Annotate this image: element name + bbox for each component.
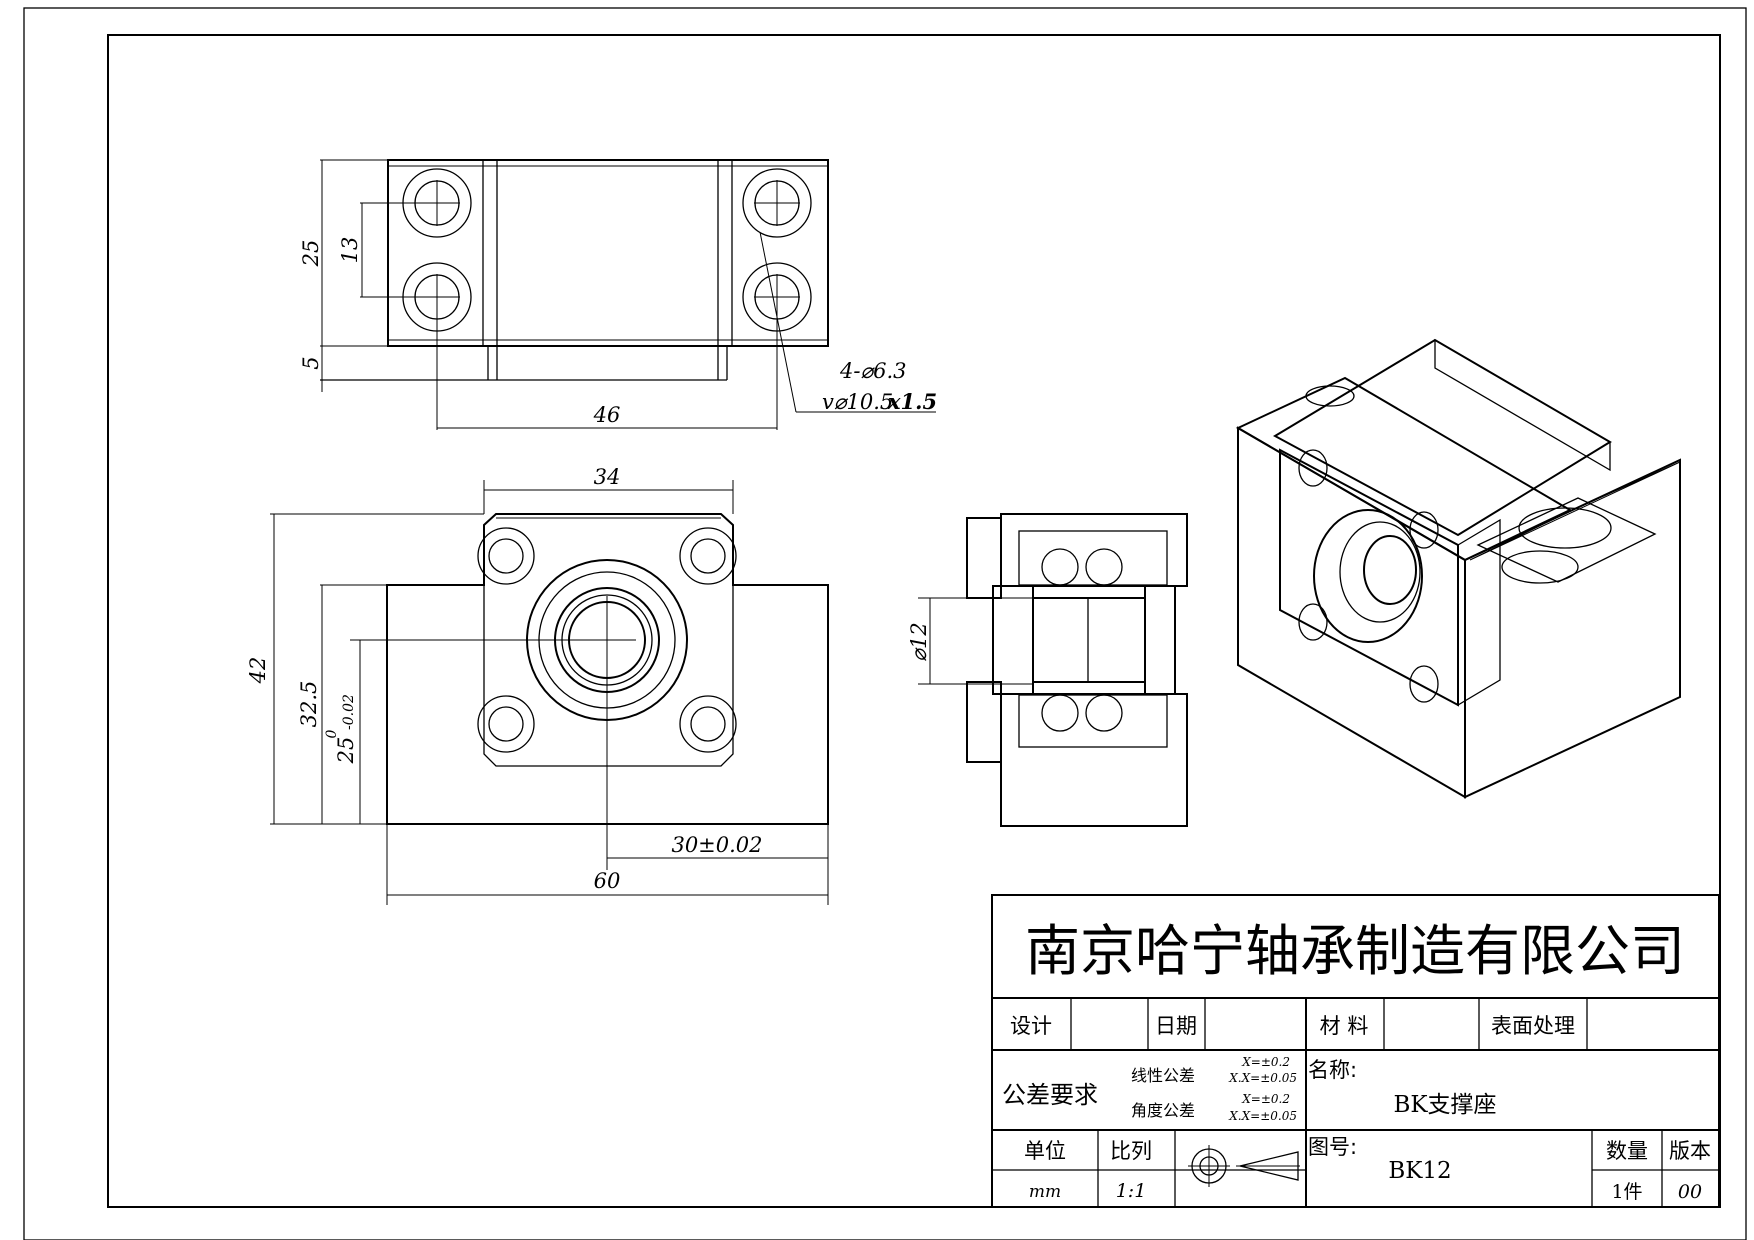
- angular-tol-2: X.X=±0.05: [1228, 1109, 1297, 1123]
- front-view-holes: [477, 527, 737, 753]
- unit-label: 单位: [1024, 1139, 1066, 1163]
- design-label: 设计: [1010, 1014, 1052, 1038]
- date-label: 日期: [1155, 1014, 1197, 1038]
- dim-25-top: 25: [299, 240, 323, 268]
- dim-bore: ⌀12: [907, 622, 931, 661]
- dim-counterbore-depth: x1.5: [887, 389, 937, 414]
- qty-label: 数量: [1606, 1139, 1648, 1163]
- front-view: 34 42 32.5 25 0 -0.02 30±0.02 60: [246, 465, 829, 905]
- qty-value: 1件: [1611, 1181, 1642, 1203]
- name-value: BK支撑座: [1393, 1092, 1496, 1118]
- linear-tol-2: X.X=±0.05: [1228, 1071, 1297, 1085]
- linear-tol-label: 线性公差: [1131, 1066, 1195, 1085]
- section-view: ⌀12: [907, 513, 1188, 827]
- dim-25-front: 25: [334, 737, 358, 765]
- dim-25-tol-lower: -0.02: [341, 694, 357, 730]
- title-block: 南京哈宁轴承制造有限公司 设计 日期 材 料 表面处理 公差要求 线性公差 角度…: [991, 894, 1720, 1208]
- surface-label: 表面处理: [1491, 1014, 1575, 1038]
- outer-border: [23, 7, 1747, 1240]
- unit-value: mm: [1029, 1182, 1061, 1202]
- dim-25-tol-upper: 0: [324, 729, 340, 738]
- top-view-holes: [360, 168, 812, 430]
- version-label: 版本: [1669, 1139, 1711, 1163]
- linear-tol-1: X=±0.2: [1241, 1055, 1290, 1069]
- inner-border: [107, 34, 1721, 1208]
- tolerance-label: 公差要求: [1002, 1081, 1098, 1109]
- dim-30: 30±0.02: [671, 833, 762, 857]
- dim-13: 13: [338, 237, 362, 264]
- company-name: 南京哈宁轴承制造有限公司: [1025, 919, 1685, 983]
- angular-tol-label: 角度公差: [1131, 1101, 1195, 1120]
- name-label: 名称:: [1308, 1058, 1357, 1082]
- top-view: 25 13 5 46 4-⌀6.3 v⌀10.5 x1.5: [299, 159, 937, 430]
- angular-tol-1: X=±0.2: [1241, 1092, 1290, 1106]
- dim-holes: 4-⌀6.3: [839, 359, 907, 383]
- drawing-no-value: BK12: [1388, 1158, 1451, 1184]
- scale-label: 比列: [1110, 1139, 1152, 1163]
- isometric-view: [1235, 338, 1681, 799]
- scale-value: 1:1: [1116, 1180, 1147, 1202]
- dim-counterbore: v⌀10.5: [822, 390, 893, 414]
- dim-46: 46: [593, 403, 621, 427]
- dim-5: 5: [299, 356, 323, 369]
- drawing-no-label: 图号:: [1308, 1135, 1357, 1159]
- dim-42: 42: [246, 657, 270, 685]
- dim-32-5: 32.5: [297, 681, 321, 728]
- dim-60: 60: [594, 869, 621, 893]
- version-value: 00: [1678, 1181, 1702, 1203]
- material-label: 材 料: [1320, 1014, 1369, 1038]
- dim-34: 34: [594, 465, 621, 489]
